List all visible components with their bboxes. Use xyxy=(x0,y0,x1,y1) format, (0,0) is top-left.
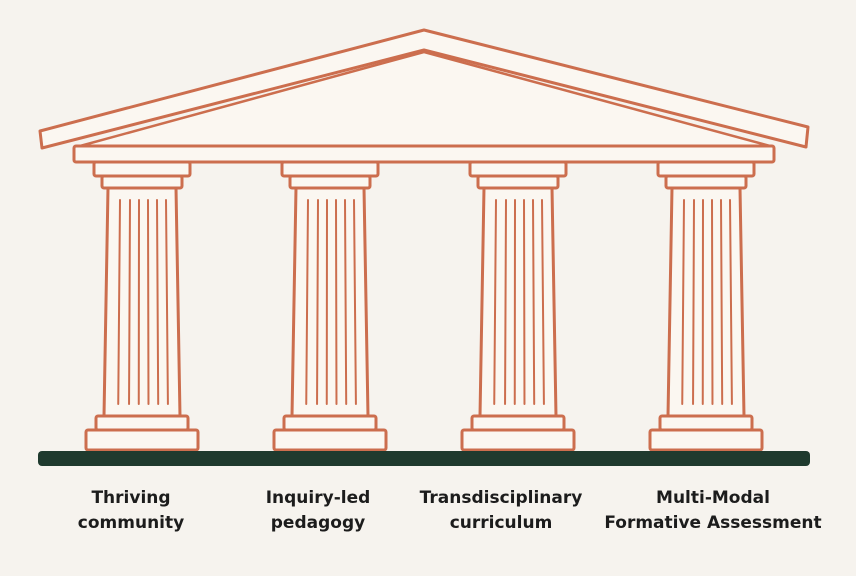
ground-base xyxy=(38,451,810,466)
column-flute xyxy=(344,199,348,405)
pediment xyxy=(38,28,810,150)
column-flute xyxy=(353,199,357,405)
pillar-label-thriving-community: Thriving community xyxy=(77,488,185,533)
column-capital-top xyxy=(92,160,192,178)
column xyxy=(84,160,200,452)
column-base-top xyxy=(658,414,754,432)
column-base-plinth xyxy=(648,428,764,452)
column-base-top xyxy=(470,414,566,432)
column-capital-top xyxy=(656,160,756,178)
pillar-label-multi-modal-formative-assessment: Multi-Modal Formative Assessment xyxy=(604,488,822,533)
column-base-plinth xyxy=(84,428,200,452)
column-capital-top xyxy=(280,160,380,178)
column-flute xyxy=(729,199,733,405)
column-base-top xyxy=(282,414,378,432)
column-flute xyxy=(165,199,169,405)
column-flute xyxy=(117,199,121,405)
column xyxy=(648,160,764,452)
column-flute xyxy=(720,199,724,405)
column-capital-bottom xyxy=(476,174,560,190)
column-flute xyxy=(316,199,319,405)
column-capital-bottom xyxy=(664,174,748,190)
roof-outer xyxy=(38,28,810,150)
column-flute xyxy=(541,199,545,405)
pillar-label-inquiry-led-pedagogy: Inquiry-led pedagogy xyxy=(265,488,371,533)
column-flute xyxy=(305,199,309,405)
column-flute xyxy=(156,199,160,405)
column-flute xyxy=(692,199,695,405)
entablature xyxy=(72,144,776,164)
column-flute xyxy=(681,199,685,405)
column-capital-bottom xyxy=(100,174,184,190)
column xyxy=(272,160,388,452)
column-capital-bottom xyxy=(288,174,372,190)
column-flute xyxy=(128,199,131,405)
column-flute xyxy=(504,199,507,405)
pillar-label-transdisciplinary-curriculum: Transdisciplinary curriculum xyxy=(419,488,583,533)
columns xyxy=(84,160,764,452)
column-capital-top xyxy=(468,160,568,178)
column-flute xyxy=(493,199,497,405)
column-base-plinth xyxy=(272,428,388,452)
column xyxy=(460,160,576,452)
column-flute xyxy=(532,199,536,405)
column-base-plinth xyxy=(460,428,576,452)
column-base-top xyxy=(94,414,190,432)
